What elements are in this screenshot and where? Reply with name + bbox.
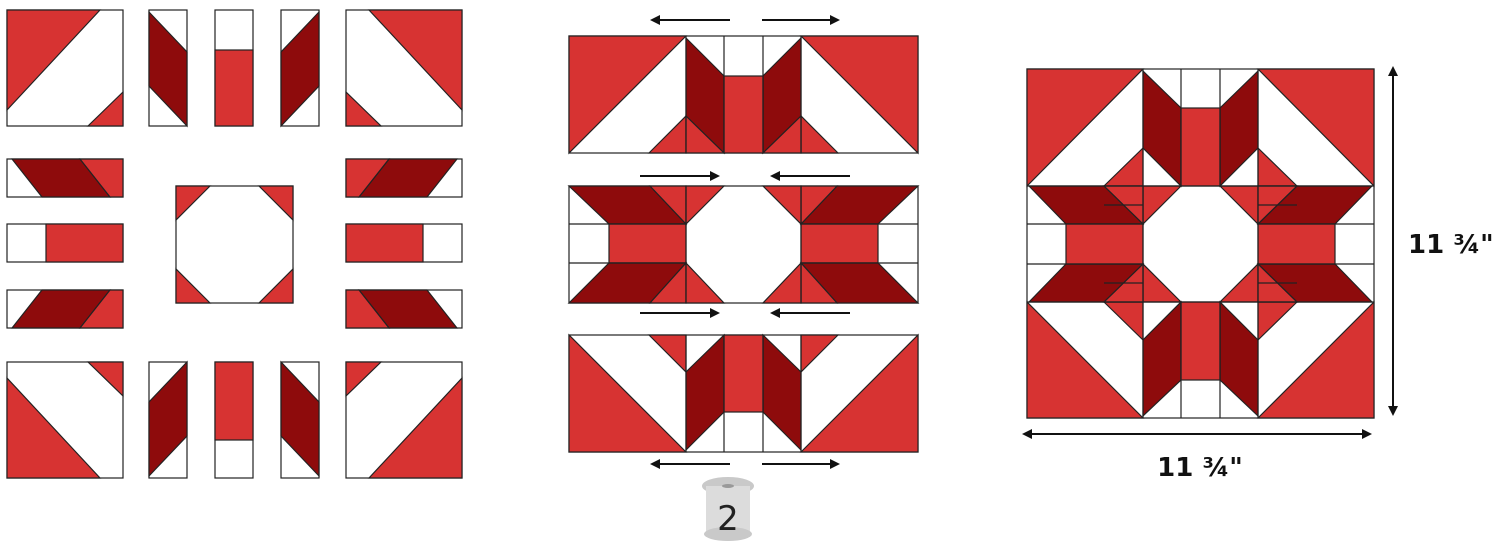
left-strip-bottom (7, 290, 123, 328)
right-strip-middle (346, 224, 462, 262)
bottom-strip-right (281, 362, 319, 478)
right-strip-bottom (346, 290, 462, 328)
center-square-unit (176, 186, 293, 303)
thread-spool-icon: 2 (702, 477, 754, 541)
row-middle (569, 186, 918, 303)
block-width-label: 11 ¾" (1157, 453, 1243, 483)
block-height-label: 11 ¾" (1408, 230, 1494, 260)
dimension-vertical: 11 ¾" (1393, 74, 1494, 414)
bottom-strip-center (215, 362, 253, 478)
corner-unit-bottom-right (346, 362, 462, 478)
corner-unit-bottom-left (7, 362, 123, 478)
top-strip-center (215, 10, 253, 126)
exploded-units (7, 10, 462, 478)
top-strip-right (281, 10, 319, 126)
right-strip-top (346, 159, 462, 197)
left-strip-top (7, 159, 123, 197)
corner-unit-top-right (346, 10, 462, 126)
top-strip-left (149, 10, 187, 126)
assembled-rows (569, 36, 918, 452)
left-strip-middle (7, 224, 123, 262)
step-number: 2 (717, 499, 739, 539)
finished-block (1027, 69, 1374, 418)
row-bottom (569, 335, 918, 452)
corner-unit-top-left (7, 10, 123, 126)
bottom-strip-left (149, 362, 187, 478)
row-top (569, 36, 918, 153)
dimension-horizontal: 11 ¾" (1030, 434, 1370, 483)
